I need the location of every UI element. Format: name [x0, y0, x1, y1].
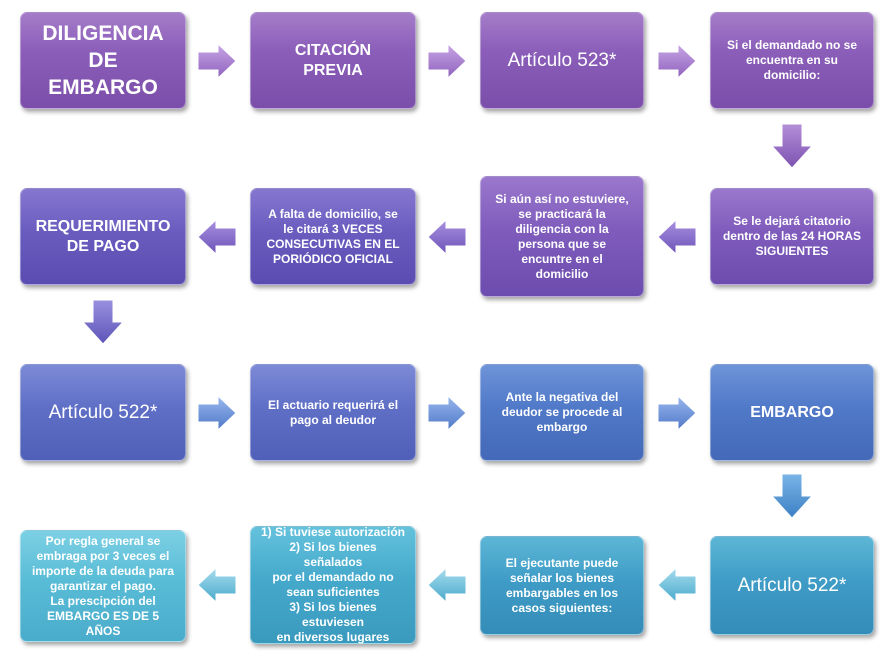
si-aun-line-3: diligencia con la [515, 221, 609, 236]
negativa-line-1: Ante la negativa del [505, 390, 619, 404]
si-aun-line-6: domicilio [535, 266, 589, 281]
box-si-aun-asi: Si aún así no estuviere, se practicará l… [480, 176, 644, 297]
box-negativa: Ante la negativa del deudor se procede a… [480, 364, 644, 461]
regla-line-2: embraga por 3 veces el [36, 548, 170, 563]
requerimiento-line-1: REQUERIMIENTO [35, 217, 171, 235]
box-embargo: EMBARGO [710, 364, 874, 461]
casos-line-5: 3) Si los bienes estuviesen [289, 600, 377, 629]
si-demandado-line-1: Si el demandado no se [726, 38, 858, 52]
arrow-right-2 [428, 44, 468, 78]
citatorio-line-3: SIGUIENTES [755, 244, 829, 258]
regla-line-5: La prescipción del [50, 593, 156, 608]
box-ejecutante: El ejecutante puede señalar los bienes e… [480, 536, 644, 635]
box-citatorio: Se le dejará citatorio dentro de las 24 … [710, 188, 874, 285]
arrow-left-3 [196, 220, 236, 254]
box-casos: 1) Si tuviese autorización 2) Si los bie… [250, 525, 416, 644]
box-regla-general: Por regla general se embraga por 3 veces… [20, 530, 186, 642]
si-demandado-line-2: encuentra en su [745, 53, 839, 67]
arrow-left-4 [656, 568, 696, 602]
citatorio-line-1: Se le dejará citatorio [733, 214, 851, 228]
box-requerimiento-de-pago: REQUERIMIENTO DE PAGO [20, 188, 186, 285]
ejecutante-line-3: embargables en los [505, 585, 619, 600]
negativa-line-2: deudor se procede al [501, 405, 623, 419]
arrow-right-6 [658, 396, 698, 430]
ejecutante-line-2: señalar los bienes [509, 570, 615, 585]
embargo-text: EMBARGO [750, 403, 834, 421]
arrow-right-5 [428, 396, 468, 430]
regla-line-6: EMBARGO ES DE 5 AÑOS [46, 608, 160, 638]
falta-domicilio-line-3: CONSECUTIVAS EN EL [266, 236, 400, 251]
box-actuario: El actuario requerirá el pago al deudor [250, 364, 416, 461]
arrow-right-4 [198, 396, 238, 430]
si-aun-line-1: Si aún así no estuviere, [495, 191, 629, 206]
box-diligencia-de-embargo: DILIGENCIA DE EMBARGO [20, 12, 186, 109]
actuario-line-2: pago al deudor [289, 412, 376, 427]
regla-line-1: Por regla general se [45, 533, 161, 548]
citacion-line-1: CITACIÓN [294, 41, 372, 59]
si-demandado-line-3: domicilio: [763, 68, 821, 82]
arrow-left-1 [656, 220, 696, 254]
articulo-523-text: Artículo 523* [507, 49, 617, 71]
casos-line-3: por el demandado no [272, 570, 394, 584]
citatorio-line-2: dentro de las 24 HORAS [722, 229, 862, 243]
box-si-demandado: Si el demandado no se encuentra en su do… [710, 12, 874, 109]
falta-domicilio-line-1: A falta de domicilio, se [268, 206, 398, 221]
si-aun-line-4: persona que se [517, 236, 607, 251]
requerimiento-line-2: DE PAGO [66, 237, 140, 255]
actuario-line-1: El actuario requerirá el [267, 397, 399, 412]
box-articulo-522-b: Artículo 522* [710, 536, 874, 635]
diligencia-line-2: DE [88, 48, 118, 72]
falta-domicilio-line-4: PORIÓDICO OFICIAL [273, 251, 393, 266]
articulo-522-b-text: Artículo 522* [737, 574, 847, 596]
arrow-down-2 [83, 300, 123, 344]
citacion-line-2: PREVIA [303, 61, 363, 79]
arrow-right-3 [658, 44, 698, 78]
arrow-down-3 [772, 474, 812, 518]
box-falta-domicilio: A falta de domicilio, se le citará 3 VEC… [250, 188, 416, 285]
diligencia-line-3: EMBARGO [48, 76, 158, 100]
regla-line-4: garantizar el pago. [49, 578, 157, 593]
ejecutante-line-1: El ejecutante puede [505, 555, 619, 570]
arrow-right-1 [198, 44, 238, 78]
diligencia-line-1: DILIGENCIA [42, 21, 164, 45]
arrow-down-1 [772, 124, 812, 168]
articulo-522-a-text: Artículo 522* [48, 401, 158, 423]
negativa-line-3: embargo [536, 420, 588, 434]
casos-line-4: sean suficientes [286, 585, 380, 599]
casos-line-2: 2) Si los bienes señalados [289, 540, 377, 569]
ejecutante-line-4: casos siguientes: [511, 600, 613, 615]
box-articulo-522-a: Artículo 522* [20, 364, 186, 461]
casos-line-1: 1) Si tuviese autorización [260, 525, 406, 539]
arrow-left-2 [426, 220, 466, 254]
box-citacion-previa: CITACIÓN PREVIA [250, 12, 416, 109]
box-articulo-523: Artículo 523* [480, 12, 644, 109]
si-aun-line-2: se practicará la [518, 206, 606, 221]
falta-domicilio-line-2: le citará 3 VECES [283, 221, 383, 236]
si-aun-line-5: encuntre en el [521, 251, 603, 266]
regla-line-3: importe de la deuda para [31, 563, 175, 578]
casos-line-6: en diversos lugares [276, 630, 390, 644]
arrow-left-5 [426, 568, 466, 602]
arrow-left-6 [196, 568, 236, 602]
